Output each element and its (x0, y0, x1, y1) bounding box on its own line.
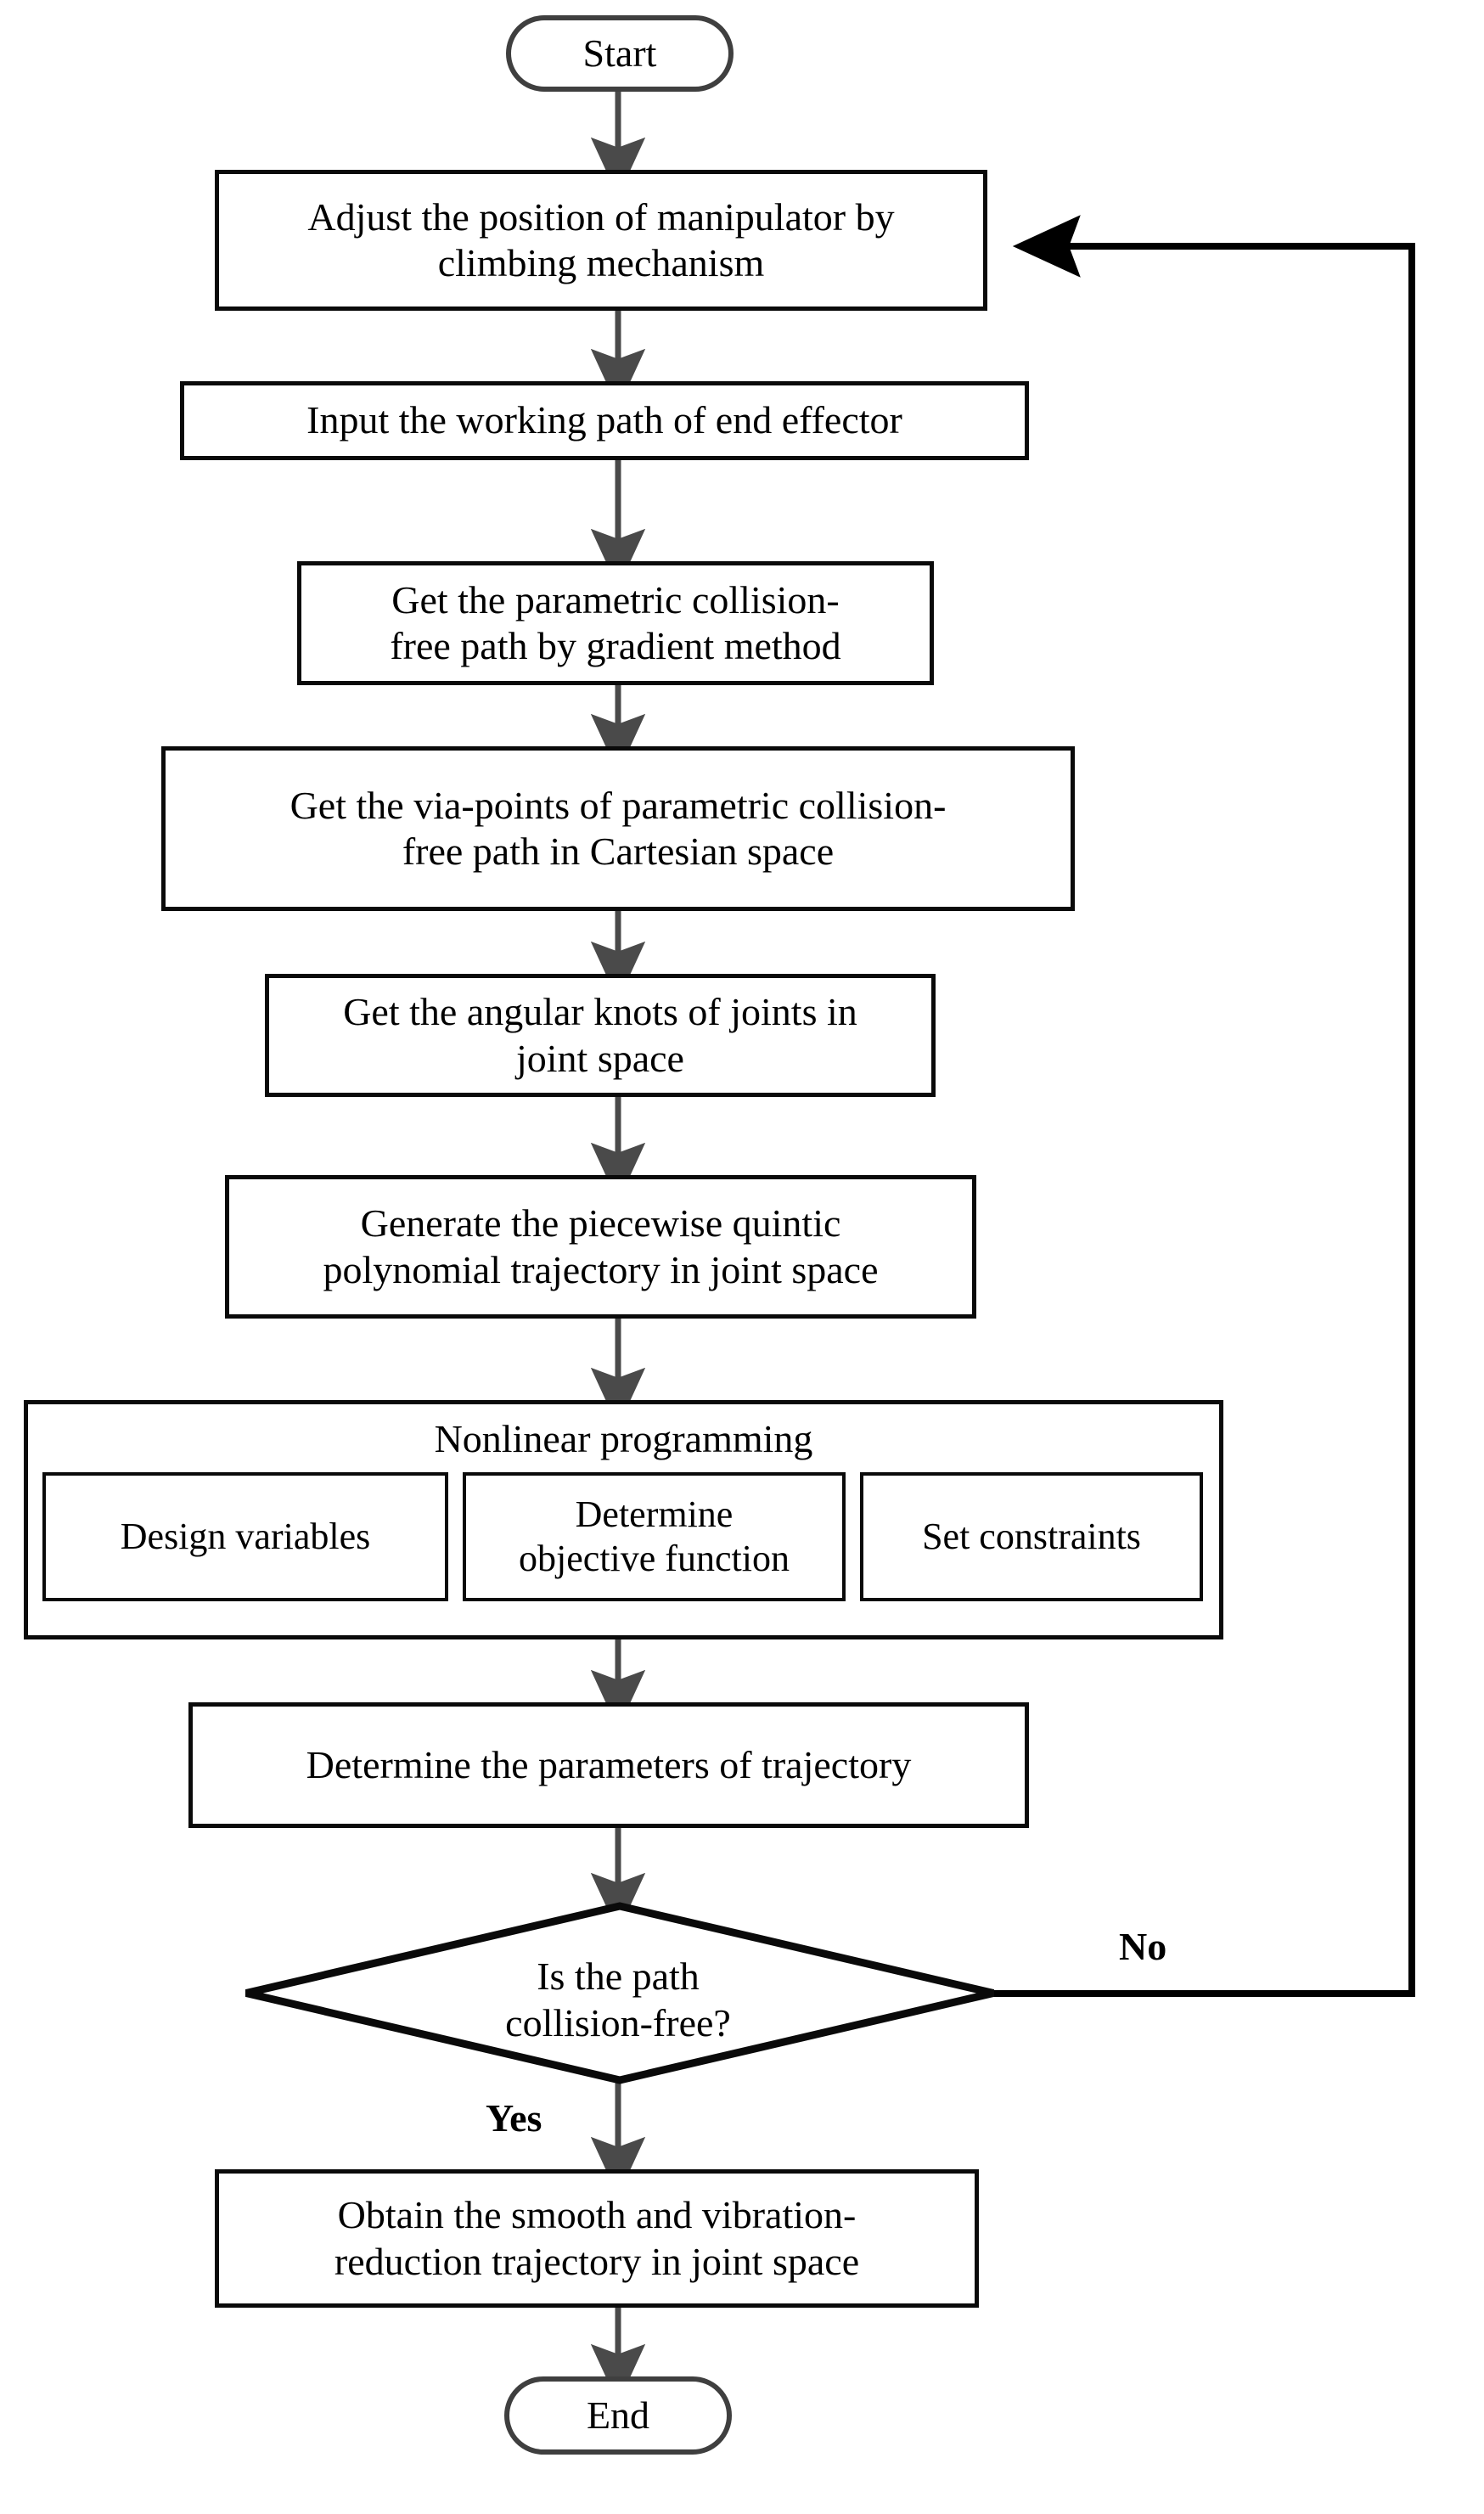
node-via-points[interactable]: Get the via-points of parametric collisi… (161, 746, 1075, 911)
node-parametric-path[interactable]: Get the parametric collision- free path … (297, 561, 934, 685)
nonlinear-programming-title: Nonlinear programming (434, 1417, 813, 1460)
node-quintic-trajectory[interactable]: Generate the piecewise quintic polynomia… (225, 1175, 976, 1319)
node-end-label: End (586, 2393, 650, 2437)
node-determine-parameters[interactable]: Determine the parameters of trajectory (188, 1702, 1029, 1828)
node-parametric-path-label: Get the parametric collision- free path … (390, 577, 841, 667)
subnode-set-constraints-label: Set constraints (922, 1516, 1141, 1558)
node-adjust-position-label: Adjust the position of manipulator by cl… (307, 194, 895, 284)
node-obtain-trajectory[interactable]: Obtain the smooth and vibration- reducti… (215, 2169, 979, 2308)
node-via-points-label: Get the via-points of parametric collisi… (289, 783, 947, 873)
edge-decision-no-loop (991, 215, 1415, 1997)
node-angular-knots[interactable]: Get the angular knots of joints in joint… (265, 974, 936, 1097)
node-input-path-label: Input the working path of end effector (306, 398, 902, 442)
edge-label-no: No (1119, 1925, 1167, 1968)
subnode-set-constraints[interactable]: Set constraints (860, 1472, 1203, 1601)
subnode-objective-function-label: Determine objective function (519, 1493, 790, 1579)
node-adjust-position[interactable]: Adjust the position of manipulator by cl… (215, 170, 987, 311)
node-collision-check-label: Is the path collision-free? (505, 1954, 731, 2045)
node-start[interactable]: Start (506, 15, 734, 92)
subnode-objective-function[interactable]: Determine objective function (463, 1472, 846, 1601)
node-angular-knots-label: Get the angular knots of joints in joint… (343, 990, 857, 1080)
node-start-label: Start (582, 31, 657, 75)
node-quintic-trajectory-label: Generate the piecewise quintic polynomia… (323, 1201, 879, 1291)
node-obtain-trajectory-label: Obtain the smooth and vibration- reducti… (334, 2193, 860, 2283)
node-end[interactable]: End (504, 2376, 732, 2455)
node-input-path[interactable]: Input the working path of end effector (180, 381, 1029, 460)
subnode-design-variables-label: Design variables (120, 1516, 371, 1558)
edge-label-yes: Yes (486, 2096, 542, 2140)
node-nonlinear-programming[interactable]: Nonlinear programming Design variables D… (24, 1400, 1223, 1639)
node-determine-parameters-label: Determine the parameters of trajectory (306, 1742, 912, 1786)
subnode-design-variables[interactable]: Design variables (42, 1472, 448, 1601)
node-collision-check[interactable] (242, 1902, 998, 2084)
